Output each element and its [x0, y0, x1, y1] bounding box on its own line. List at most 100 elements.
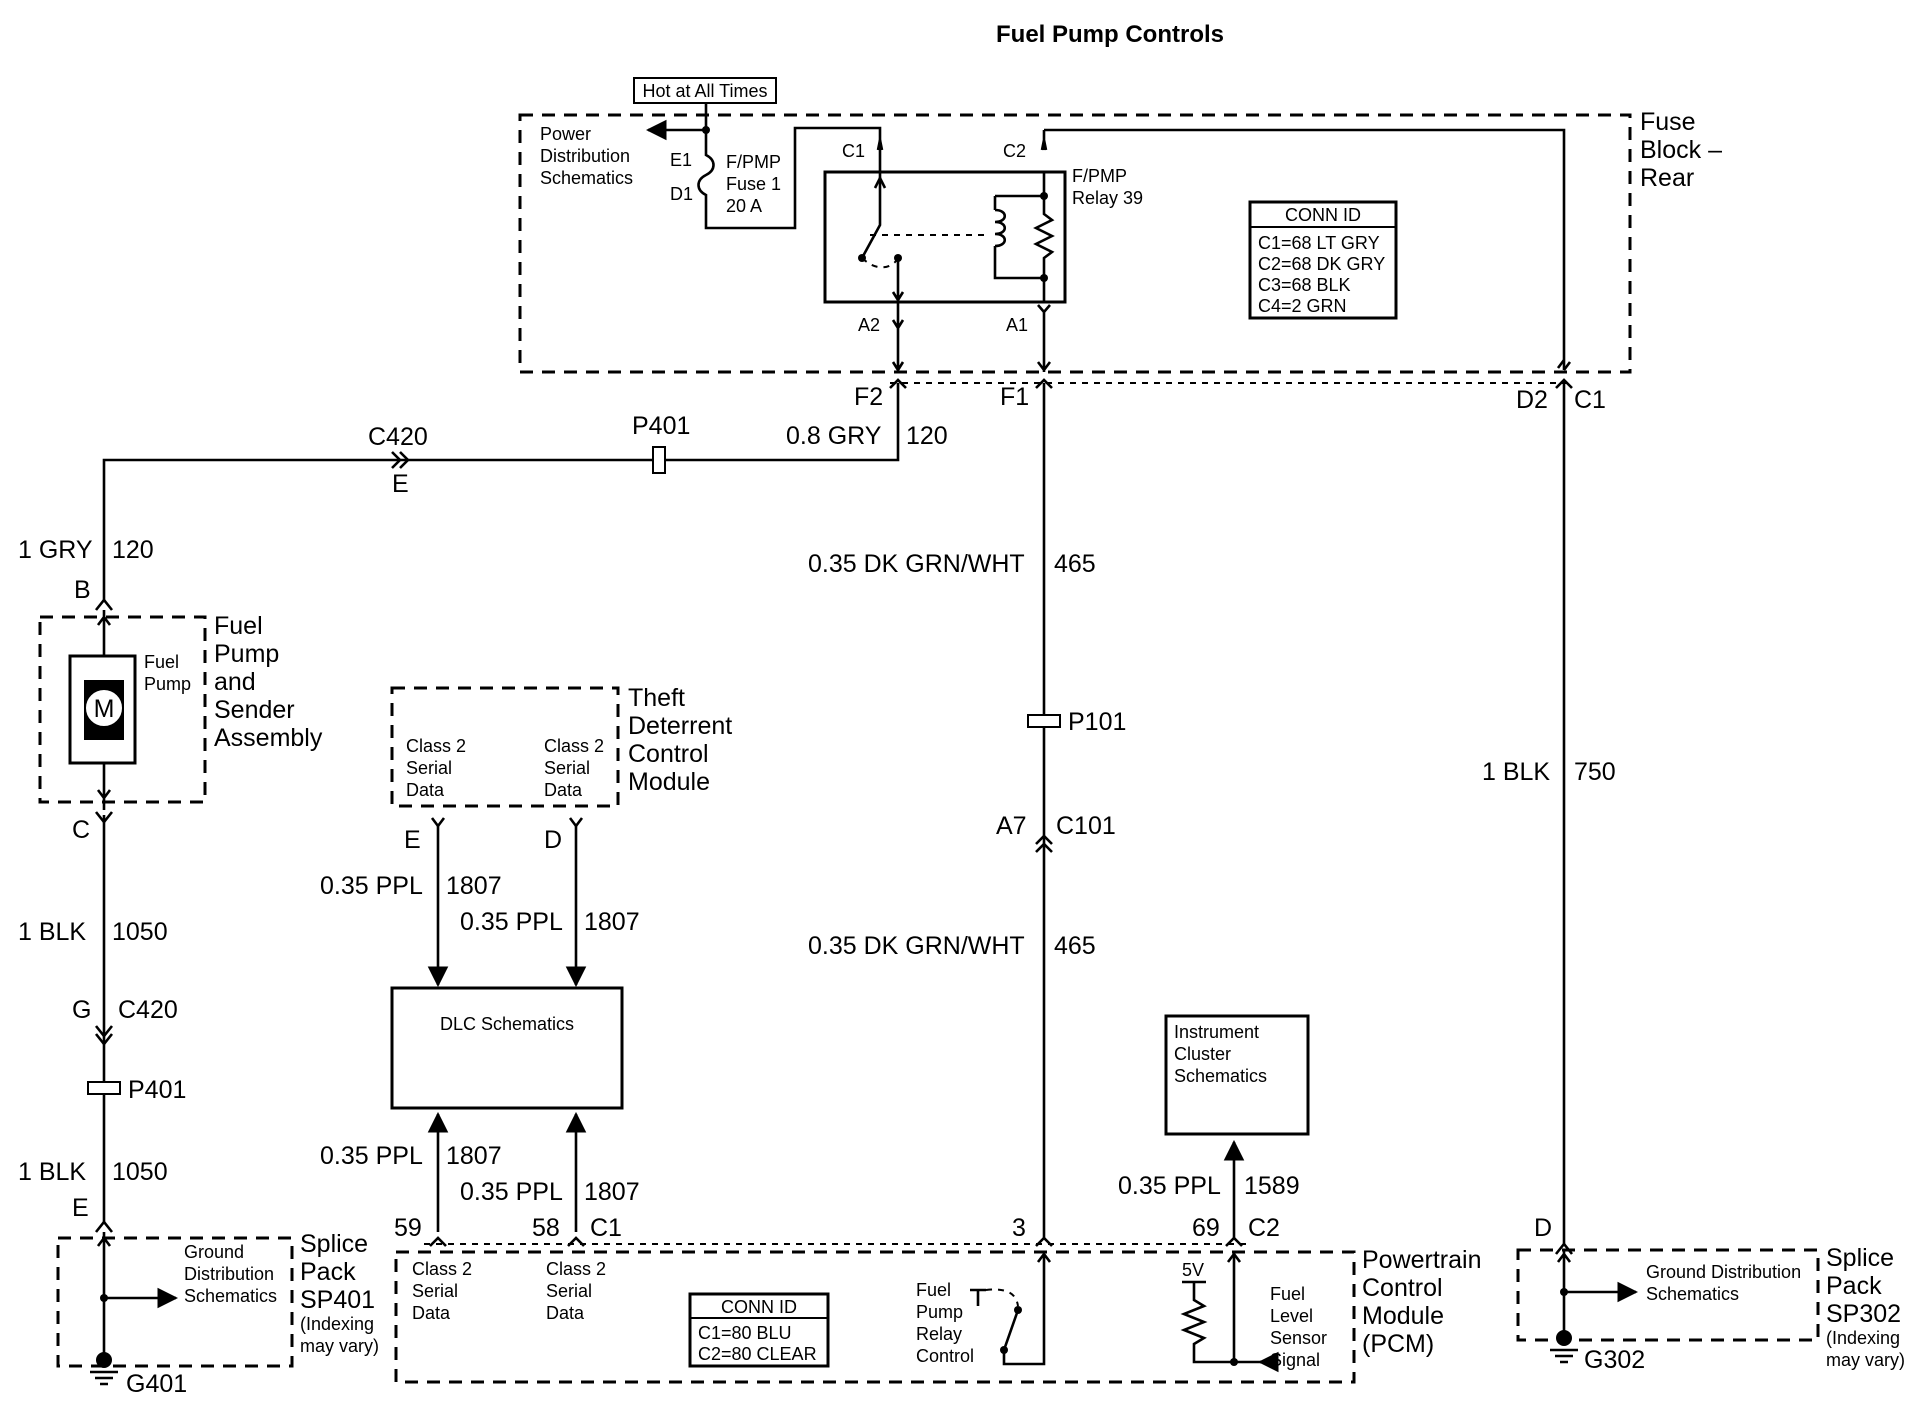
c101: C101	[1056, 812, 1116, 840]
pin-a7: A7	[996, 812, 1027, 840]
p401-bottom: P401	[128, 1076, 186, 1104]
svg-text:Class 2 Serial Dat: Class 2 Serial Data	[412, 1259, 477, 1323]
hot-at-all-times-label: Hot at All Times	[642, 81, 767, 101]
wire-gry-08-circuit: 120	[906, 422, 948, 450]
powertrain-control-module: Class 2 Serial Data Class 2 Serial Data …	[394, 1246, 1488, 1384]
fuel-pump-name: Fuel Pump and Sender Assembly	[214, 612, 323, 752]
wire-blk-1050-a: 1 BLK	[18, 918, 86, 946]
theft-pin-e: E	[404, 826, 421, 854]
wire-gry-1: 1 GRY	[18, 536, 93, 564]
pcm-conn-c2: C2	[1248, 1214, 1280, 1242]
c420-top: C420	[368, 423, 428, 451]
svg-text:(Indexing may vary): (Indexing may vary)	[1826, 1328, 1905, 1370]
svg-text:Class 2 Serial Dat: Class 2 Serial Data	[546, 1259, 611, 1323]
wire-ppl-58: 0.35 PPL	[460, 1178, 563, 1206]
wire-ppl-e: 0.35 PPL	[320, 872, 423, 900]
pcm-pin-59: 59	[394, 1214, 422, 1242]
svg-text:Class 2 Serial Dat: Class 2 Serial Data	[544, 736, 609, 800]
wire-dkgrn-b-circuit: 465	[1054, 932, 1096, 960]
fuel-pump-label: Fuel Pump	[144, 652, 191, 694]
svg-text:Fuel Level Sensor: Fuel Level Sensor Signal	[1270, 1284, 1332, 1370]
pcm-pin-69: 69	[1192, 1214, 1220, 1242]
svg-text:Fuel Pump Relay: Fuel Pump Relay Control	[916, 1280, 974, 1366]
svg-text:Class 2 Serial Dat: Class 2 Serial Data	[406, 736, 471, 800]
c420-top-pin: E	[392, 470, 409, 498]
relay-pin-a1: A1	[1006, 315, 1028, 335]
c420-bottom: C420	[118, 996, 178, 1024]
wire-blk-750: 1 BLK	[1482, 758, 1550, 786]
pcm-conn-id: CONN ID C1=80 BLU C2=80 CLEAR	[688, 1292, 830, 1368]
svg-text:(Indexing may vary): (Indexing may vary)	[300, 1314, 379, 1356]
c420-bottom-pin: G	[72, 996, 91, 1024]
fuse-symbol	[697, 126, 882, 230]
wire-dkgrn-a-circuit: 465	[1054, 550, 1096, 578]
pcm-conn-c1: C1	[590, 1214, 622, 1242]
wire-ppl-1589: 0.35 PPL	[1118, 1172, 1221, 1200]
svg-text:5V: 5V	[1182, 1260, 1204, 1280]
pin-f2: F2	[854, 383, 883, 411]
svg-text:C1=80 BLU C2=80 CLEAR: C1=80 BLU C2=80 CLEAR	[698, 1323, 817, 1364]
fuse-block-conn-c1: C1	[1574, 386, 1606, 414]
wire-ppl-e-circuit: 1807	[446, 872, 502, 900]
fuse-block-name: Fuse Block – Rear	[1640, 108, 1729, 192]
ground-g302: G302	[1584, 1346, 1645, 1374]
svg-text:Splice Pack SP401: Splice Pack SP401	[300, 1230, 375, 1314]
sp302-pin-d: D	[1534, 1214, 1552, 1242]
fuel-pump-relay	[823, 170, 1067, 304]
fuse-label: F/PMP Fuse 1 20 A	[726, 152, 786, 216]
svg-text:Splice Pack SP302: Splice Pack SP302	[1826, 1244, 1901, 1328]
wire-blk-1050-b: 1 BLK	[18, 1158, 86, 1186]
svg-text:C1=68 LT GRY C2=68 DK: C1=68 LT GRY C2=68 DK GRY C3=68 BLK C4=2…	[1258, 233, 1390, 316]
wire-ppl-59-circuit: 1807	[446, 1142, 502, 1170]
pin-f1: F1	[1000, 383, 1029, 411]
wire-blk-1050-b-circuit: 1050	[112, 1158, 168, 1186]
fuse-block-rear: Hot at All Times Power Distribution Sche…	[518, 77, 1729, 374]
relay-pin-c1: C1	[842, 141, 865, 161]
instrument-cluster-box	[1164, 1014, 1310, 1136]
svg-text:Theft Deterrent Co: Theft Deterrent Control Module	[628, 684, 739, 796]
relay-pin-c2: C2	[1003, 141, 1026, 161]
wire-ppl-d-circuit: 1807	[584, 908, 640, 936]
wire-blk-1050-a-circuit: 1050	[112, 918, 168, 946]
wire-ppl-d: 0.35 PPL	[460, 908, 563, 936]
svg-text:CONN ID: CONN ID	[721, 1297, 797, 1317]
diagram-title: Fuel Pump Controls	[996, 21, 1224, 48]
dlc-schematics-box	[390, 986, 624, 1110]
relay-pin-a2: A2	[858, 315, 880, 335]
fuel-pump-pin-c: C	[72, 816, 90, 844]
fuse-pin-d1: D1	[670, 184, 693, 204]
svg-text:Ground Distribution Sche: Ground Distribution Schematics	[1646, 1262, 1806, 1304]
wire-dkgrn-b: 0.35 DK GRN/WHT	[808, 932, 1025, 960]
svg-text:Powertrain Control: Powertrain Control Module (PCM)	[1362, 1246, 1488, 1358]
p101-symbol	[1027, 714, 1061, 728]
wire-ppl-1589-circuit: 1589	[1244, 1172, 1300, 1200]
power-distribution-label: Power Distribution Schematics	[540, 124, 635, 188]
wire-dkgrn-a: 0.35 DK GRN/WHT	[808, 550, 1025, 578]
theft-pin-d: D	[544, 826, 562, 854]
wire-ppl-59: 0.35 PPL	[320, 1142, 423, 1170]
sp401-pin-e: E	[72, 1194, 89, 1222]
dlc-schematics-label: DLC Schematics	[440, 1014, 574, 1034]
wire-gry-08: 0.8 GRY	[786, 422, 882, 450]
p101: P101	[1068, 708, 1126, 736]
svg-text:CONN ID: CONN ID	[1285, 205, 1361, 225]
splice-pack-sp401: Ground Distribution Schematics Splice Pa…	[56, 1230, 379, 1398]
splice-pack-sp302: Ground Distribution Schematics Splice Pa…	[1516, 1244, 1905, 1374]
motor-symbol: M	[94, 695, 115, 723]
relay-label: F/PMP Relay 39	[1072, 166, 1143, 208]
fuse-pin-e1: E1	[670, 150, 692, 170]
pcm-pin-3: 3	[1012, 1214, 1026, 1242]
p401-top: P401	[632, 412, 690, 440]
theft-deterrent-module: Class 2 Serial Data Class 2 Serial Data …	[390, 684, 739, 808]
svg-text:Ground Distribution: Ground Distribution Schematics	[184, 1242, 279, 1306]
p401-bottom-symbol	[87, 1081, 121, 1095]
pin-d2: D2	[1516, 386, 1548, 414]
instrument-cluster-label: Instrument Cluster Schematics	[1174, 1022, 1267, 1086]
fuel-pump-pin-b: B	[74, 576, 91, 604]
p401-top-symbol	[652, 446, 666, 474]
pcm-pin-58: 58	[532, 1214, 560, 1242]
wire-gry-1-circuit: 120	[112, 536, 154, 564]
wire-ppl-58-circuit: 1807	[584, 1178, 640, 1206]
wire-blk-750-circuit: 750	[1574, 758, 1616, 786]
